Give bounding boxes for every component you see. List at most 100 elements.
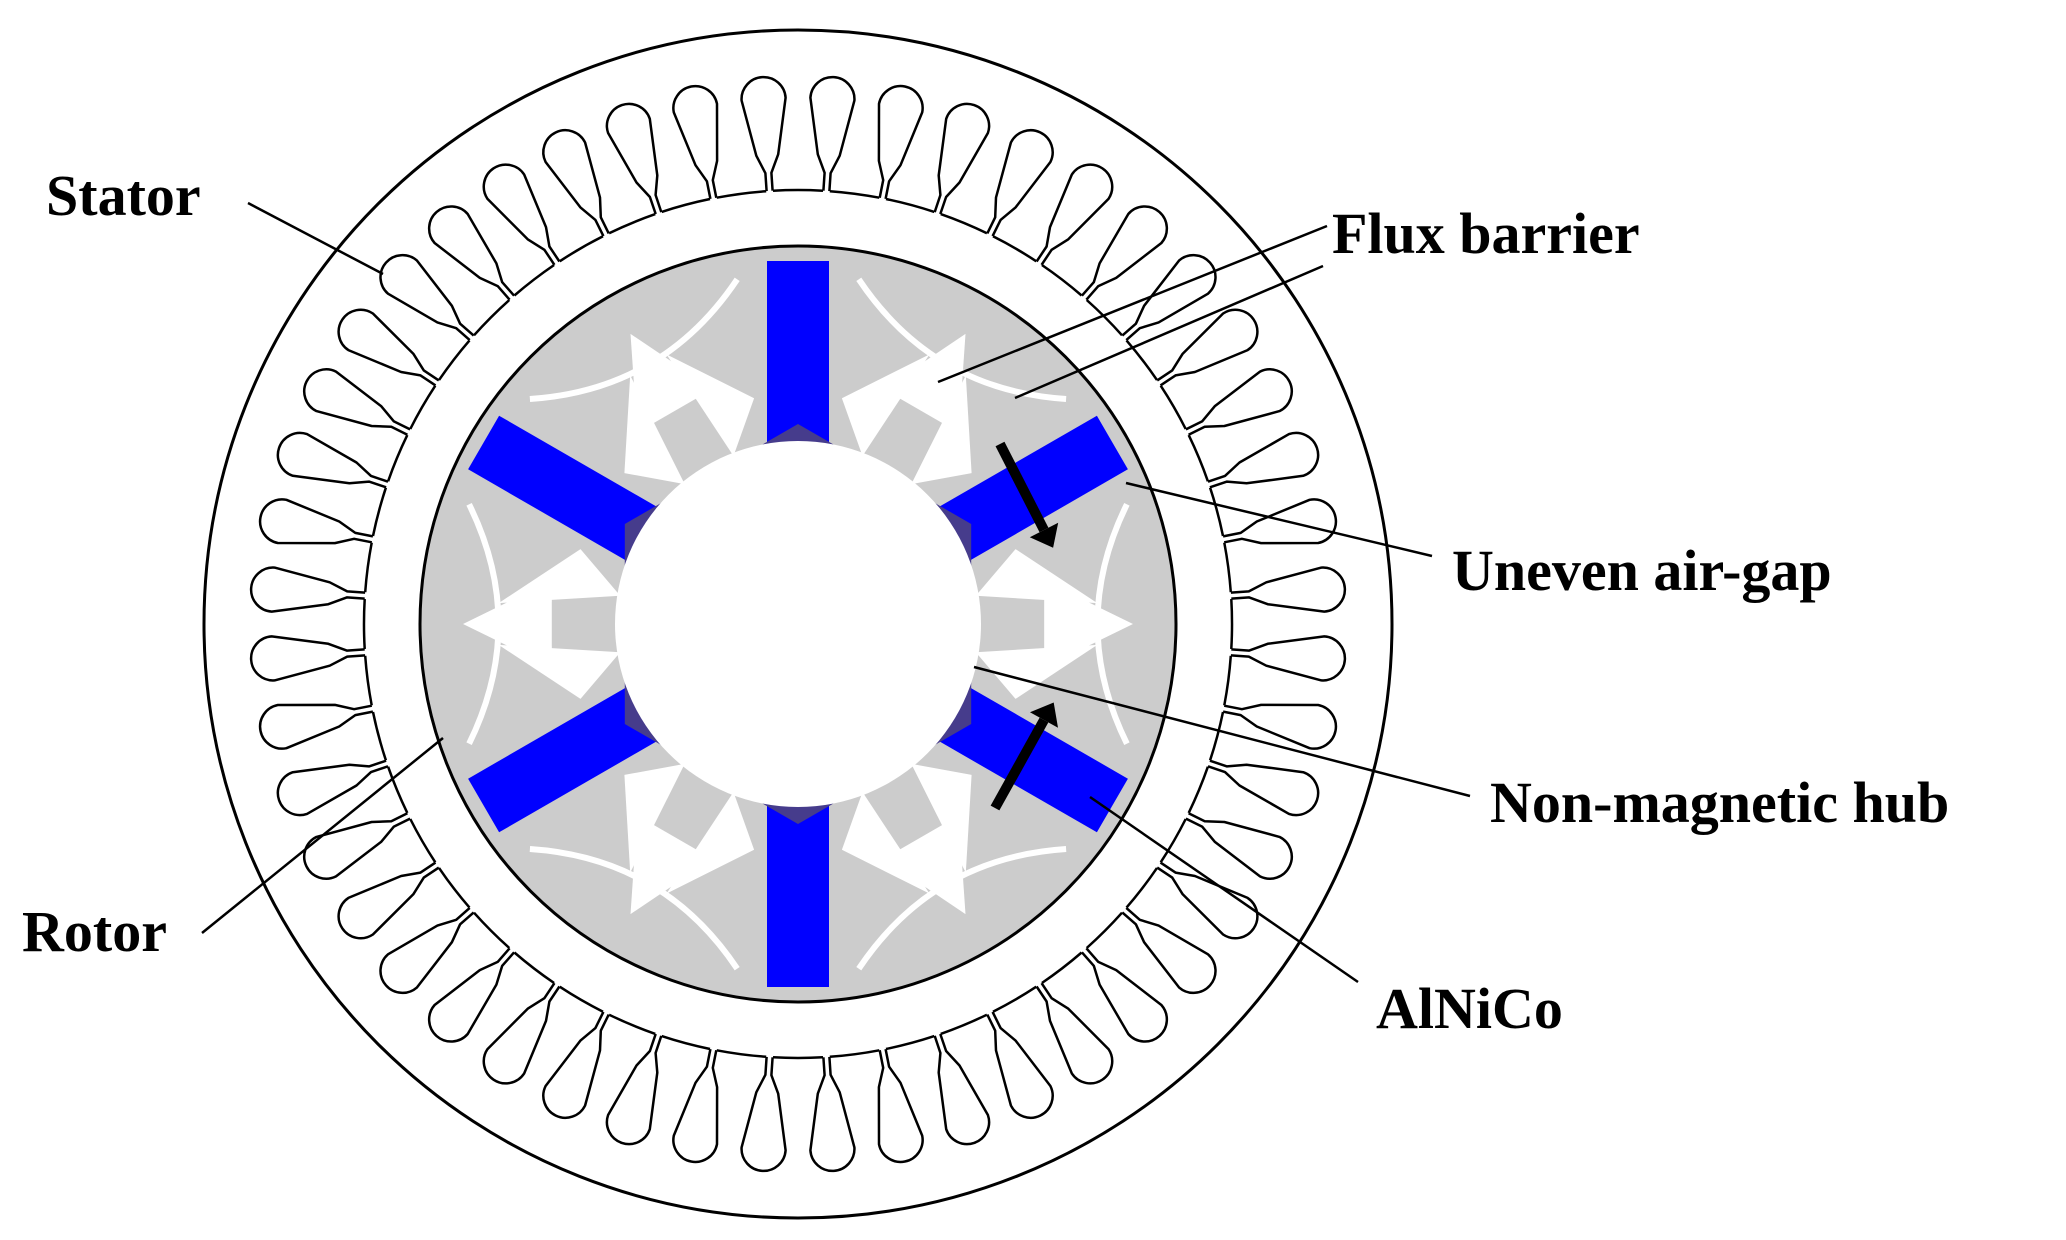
stator-bore-arc — [1230, 598, 1234, 650]
stator-bore-arc — [940, 212, 988, 235]
stator-bore-arc — [1187, 434, 1210, 482]
stator-slot — [1121, 253, 1217, 342]
stator-bore-arc — [473, 911, 511, 949]
stator-bore-arc — [992, 235, 1037, 263]
stator-slot — [1230, 635, 1347, 682]
stator-bore-arc — [363, 542, 373, 593]
flux-barrier — [856, 846, 1067, 971]
stator-bore-arc — [1159, 818, 1187, 863]
stator-slot — [379, 253, 475, 342]
arrow-head — [1030, 702, 1058, 728]
stator-slot — [933, 102, 991, 215]
flux-barrier — [1094, 502, 1130, 746]
alnico-magnet — [767, 261, 829, 474]
stator-slot — [1156, 308, 1259, 387]
stator-slot — [337, 861, 440, 940]
leader-line — [1125, 481, 1433, 558]
arrow-head — [1029, 522, 1059, 548]
stator-bore-arc — [1223, 542, 1233, 593]
stator-slot — [482, 163, 561, 266]
flux-barrier — [975, 549, 1098, 604]
stator-slot — [249, 635, 366, 682]
stator-slots — [249, 75, 1347, 1173]
alnico-magnet — [767, 774, 829, 987]
flux-barrier — [630, 815, 713, 915]
flux-barrier — [498, 549, 621, 604]
stator-bore-arc — [772, 1056, 824, 1060]
label-uneven-air-gap: Uneven air-gap — [1452, 538, 1832, 603]
stator-bore-arc — [1159, 385, 1187, 430]
stator-slot — [303, 368, 411, 436]
stator-slot — [1080, 947, 1169, 1043]
stator-slot — [1185, 368, 1293, 436]
stator-bore-arc — [386, 766, 409, 814]
stator-bore-arc — [661, 197, 711, 214]
stator-slot — [1035, 982, 1114, 1085]
stator-slot — [809, 1056, 856, 1173]
stator-bore-arc — [1041, 951, 1083, 985]
rotor-outer-boundary — [418, 244, 1178, 1004]
stator-bore-arc — [363, 655, 373, 706]
stator-slot — [379, 906, 475, 995]
stator-bore-arc — [940, 1013, 988, 1036]
flux-barrier — [466, 502, 502, 746]
stator-slot — [1121, 906, 1217, 995]
stator-bore-arc — [1208, 487, 1225, 537]
stator-slot — [542, 1011, 610, 1119]
stator-slot — [1035, 163, 1114, 266]
stator-slot — [986, 129, 1054, 237]
stator-bore-arc — [716, 189, 767, 199]
stator-bore-arc — [885, 1034, 935, 1051]
stator-slot — [1222, 498, 1338, 545]
stator-slot — [1080, 205, 1169, 301]
label-rotor: Rotor — [22, 899, 167, 964]
stator-slot — [249, 566, 366, 613]
flux-barrier — [883, 333, 966, 433]
leader-line — [201, 737, 444, 934]
stator-bore-arc — [437, 867, 471, 909]
flux-barrier — [883, 815, 966, 915]
shaft-bore — [615, 441, 981, 807]
stator-slot — [809, 75, 856, 192]
stator-bore-arc — [829, 189, 880, 199]
stator-slot — [258, 498, 374, 545]
stator-slot — [542, 129, 610, 237]
stator-slot — [276, 431, 389, 489]
stator-bore-arc — [885, 197, 935, 214]
stator-bore-arc — [1085, 299, 1123, 337]
stator-bore-arc — [1125, 339, 1159, 381]
stator-slot — [1207, 431, 1320, 489]
stator-slot — [605, 1033, 663, 1146]
stator-slot — [1156, 861, 1259, 940]
flux-barrier — [630, 333, 713, 433]
flux-barrier — [975, 644, 1098, 699]
stator-bore-arc — [716, 1049, 767, 1059]
stator-bore-arc — [513, 263, 555, 297]
leader-line — [937, 224, 1328, 384]
stator-slot — [1185, 812, 1293, 880]
stator-bore-arc — [1208, 711, 1225, 761]
stator-bore-arc — [386, 434, 409, 482]
stator-slot — [672, 1048, 719, 1164]
stator-slot — [1230, 566, 1347, 613]
stator-bore-arc — [513, 951, 555, 985]
stator-outer-boundary — [202, 28, 1394, 1220]
stator-bore-arc — [409, 818, 437, 863]
stator-bore-arc — [1125, 867, 1159, 909]
flux-barrier — [463, 580, 552, 668]
stator-bore-arc — [829, 1049, 880, 1059]
stator-bore-arc — [437, 339, 471, 381]
stator-slot — [482, 982, 561, 1085]
stator-slot — [1207, 759, 1320, 817]
leader-lines — [201, 201, 1471, 984]
flux-barrier — [498, 644, 621, 699]
stator-slot — [740, 75, 787, 192]
stator-bore-arc — [1223, 655, 1233, 706]
stator-slot — [605, 102, 663, 215]
stator-bore-arc — [661, 1034, 711, 1051]
stator-bore-arc — [371, 711, 388, 761]
stator-bore-arc — [772, 188, 824, 192]
label-flux-barrier: Flux barrier — [1332, 201, 1640, 266]
